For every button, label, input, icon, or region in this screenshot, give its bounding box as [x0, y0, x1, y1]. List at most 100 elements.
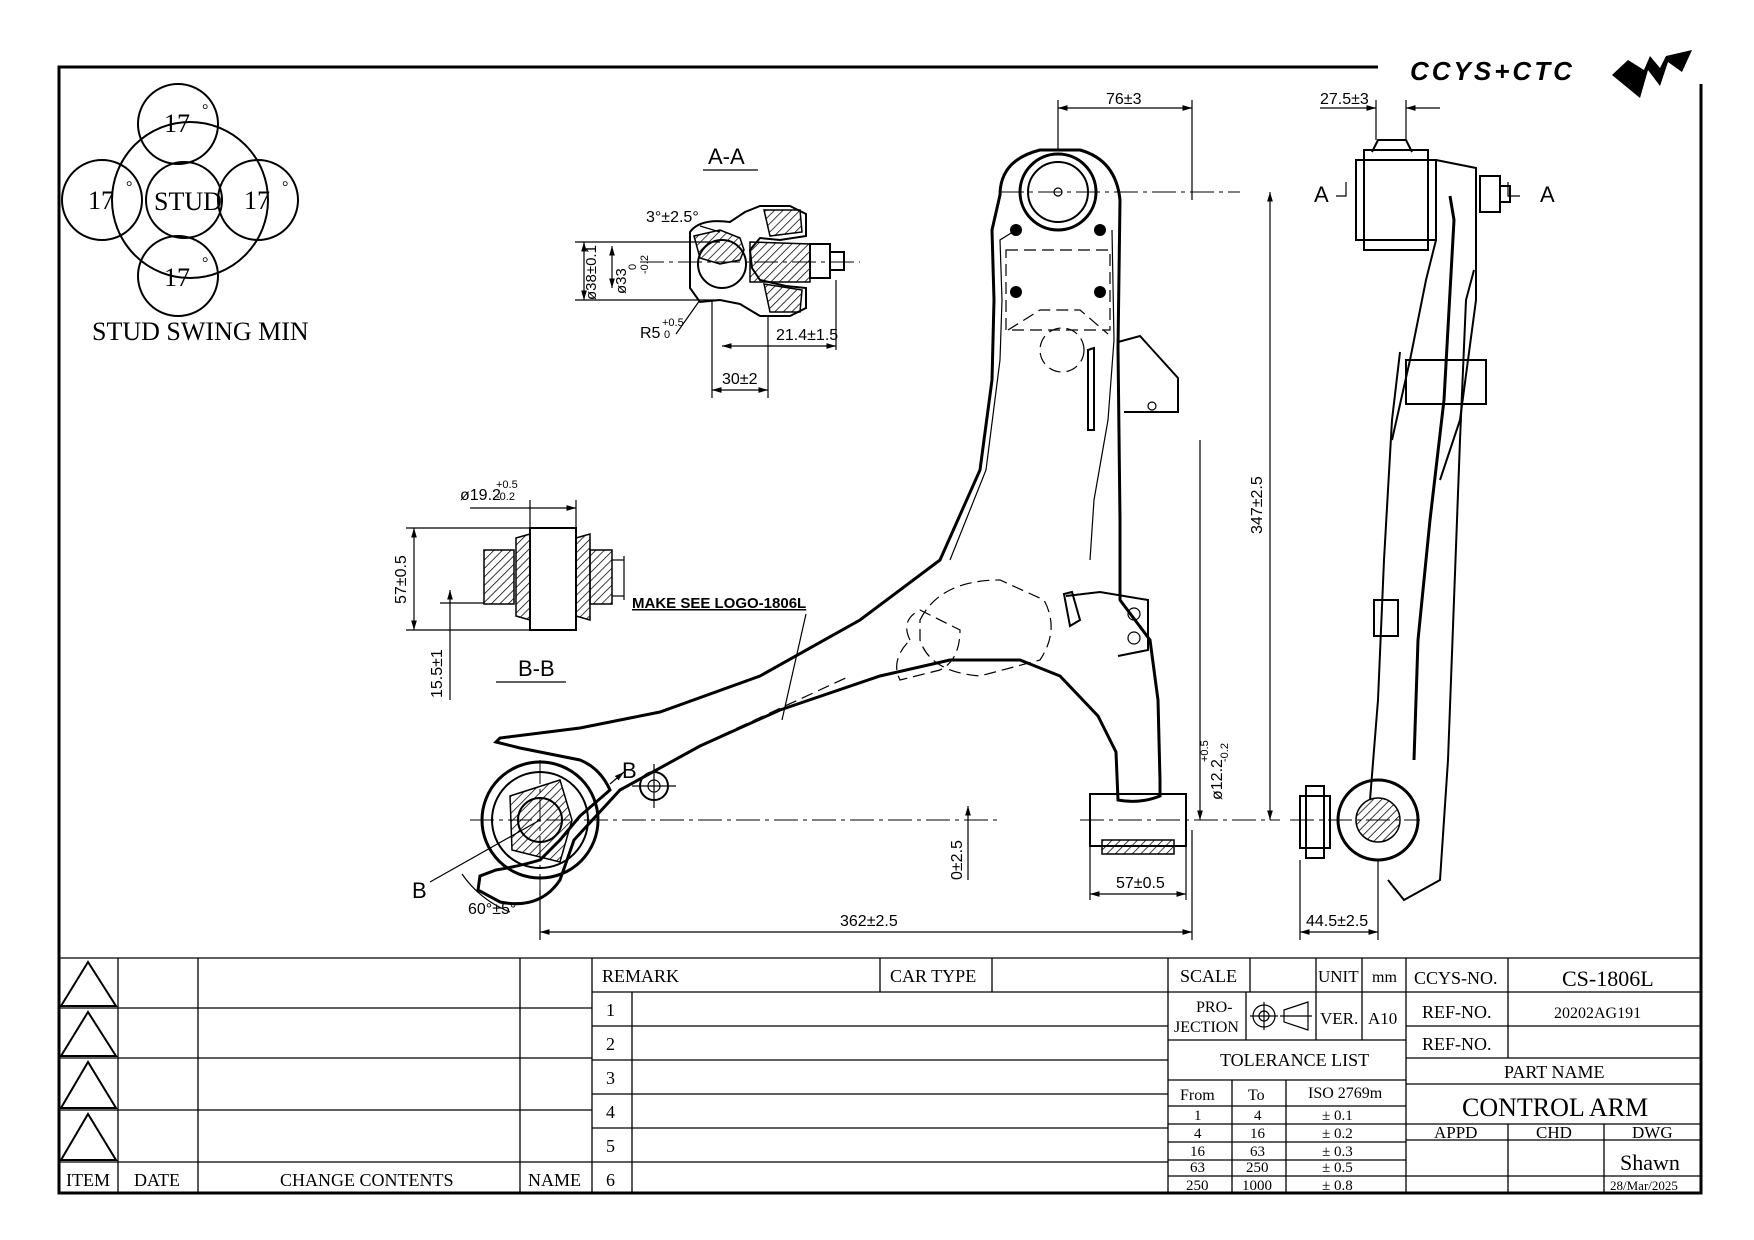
remark-row-1: 1 [606, 1000, 615, 1020]
car-type-label: CAR TYPE [890, 966, 976, 986]
degree-mark: ° [202, 102, 208, 119]
side-view: A A 27.5±3 44.5±2.5 [1290, 91, 1555, 940]
ref-no-label-2: REF-NO. [1422, 1034, 1492, 1054]
brand-logo-mark [1612, 50, 1692, 98]
remark-row-4: 4 [606, 1102, 615, 1122]
degree-mark: ° [126, 179, 132, 196]
ref-no-value-1: 20202AG191 [1554, 1005, 1641, 1022]
dim-top27: 27.5±3 [1320, 91, 1369, 108]
dim-r5-tol-lower: 0 [664, 329, 670, 341]
dim-h347: 347±2.5 [1249, 476, 1266, 534]
tol-row-5-iso: ± 0.8 [1322, 1178, 1353, 1194]
dim-h15: 15.5±1 [429, 649, 446, 698]
dim-d12: ø12.2 [1209, 759, 1226, 800]
tol-header-iso: ISO 2769m [1308, 1085, 1383, 1102]
appd-label: APPD [1434, 1123, 1477, 1142]
dim-d12-tol-lower: -0.2 [1219, 743, 1231, 762]
stud-swing-bottom: 17 [164, 263, 190, 292]
dim-d33-tol-upper: 0 [627, 264, 639, 270]
tol-row-4-iso: ± 0.5 [1322, 1160, 1353, 1176]
tol-row-5-to: 1000 [1242, 1178, 1272, 1194]
rev-header-change: CHANGE CONTENTS [280, 1170, 454, 1190]
stud-swing-top: 17 [164, 109, 190, 138]
dim-d12-tol-upper: +0.5 [1199, 740, 1211, 762]
section-b-b: ø19.2 +0.5 -0.2 57±0.5 15.5±1 B-B [393, 479, 625, 700]
revision-triangles [59, 960, 118, 1161]
ref-no-label-1: REF-NO. [1422, 1002, 1492, 1022]
bottom-table-grid [59, 957, 1701, 1193]
tol-header-to: To [1248, 1087, 1265, 1104]
stud-swing-right: 17 [244, 186, 270, 215]
dim-ang60: 60°±5° [468, 901, 516, 918]
remark-row-5: 5 [606, 1136, 615, 1156]
dim-len21: 21.4±1.5 [776, 327, 838, 344]
tol-row-1-iso: ± 0.1 [1322, 1108, 1353, 1124]
rev-header-date: DATE [134, 1170, 180, 1190]
dim-r5: R5 [640, 325, 661, 342]
brand-logo-text: CCYS+CTC [1410, 56, 1575, 86]
remark-row-3: 3 [606, 1068, 615, 1088]
tol-row-5-from: 250 [1186, 1178, 1209, 1194]
dwg-label: DWG [1632, 1123, 1673, 1142]
tol-row-3-from: 16 [1190, 1144, 1206, 1160]
tol-row-1-to: 4 [1254, 1108, 1262, 1124]
stud-swing-diagram: 17 17 17 17 ° ° ° ° STUD STUD SWING MIN [61, 83, 309, 346]
dim-off0: 0±2.5 [949, 840, 966, 880]
part-name-value: CONTROL ARM [1462, 1093, 1648, 1122]
tol-row-4-from: 63 [1190, 1160, 1205, 1176]
brand-logo: CCYS+CTC [1410, 50, 1692, 98]
dim-w57: 57±0.5 [1116, 875, 1165, 892]
dim-top76: 76±3 [1106, 91, 1142, 108]
drawing-frame [57, 65, 1703, 1195]
dim-d33: ø33 [613, 268, 630, 294]
tol-row-4-to: 250 [1246, 1160, 1269, 1176]
dim-len362: 362±2.5 [840, 913, 898, 930]
section-a-a: A-A ø38±0.1 ø33 0 -0.2 3°±2.5° R5 +0.5 0… [575, 144, 860, 398]
dim-d19-tol-upper: +0.5 [496, 479, 518, 491]
remark-label: REMARK [602, 966, 679, 986]
tol-header-from: From [1180, 1087, 1215, 1104]
dim-d19-tol-lower: -0.2 [496, 491, 515, 503]
dim-d33-tol-lower: -0.2 [639, 255, 651, 274]
rev-header-name: NAME [528, 1170, 581, 1190]
degree-mark: ° [202, 255, 208, 272]
projection-label-1: PRO- [1196, 999, 1232, 1016]
dim-h57: 57±0.5 [393, 555, 410, 604]
ccys-no-value: CS-1806L [1562, 966, 1654, 991]
dim-r5-tol-upper: +0.5 [662, 317, 684, 329]
scale-label: SCALE [1180, 966, 1237, 986]
tol-row-3-to: 63 [1250, 1144, 1265, 1160]
main-view: 76±3 347±2.5 ø12.2 +0.5 -0.2 57±0.5 0±2.… [412, 91, 1280, 940]
rev-header-item: ITEM [66, 1170, 110, 1190]
tolerance-title: TOLERANCE LIST [1220, 1050, 1369, 1070]
stud-swing-caption: STUD SWING MIN [92, 317, 309, 346]
make-note: MAKE SEE LOGO-1806L [632, 595, 806, 612]
tol-row-2-iso: ± 0.2 [1322, 1126, 1353, 1142]
a-marker-right: A [1540, 182, 1555, 207]
a-marker-left: A [1314, 182, 1329, 207]
dim-angle: 3°±2.5° [646, 209, 699, 226]
unit-label: UNIT [1318, 967, 1359, 986]
section-b-b-label: B-B [518, 656, 555, 681]
dim-bot44: 44.5±2.5 [1306, 913, 1368, 930]
ver-value: A10 [1368, 1009, 1397, 1028]
tol-row-2-to: 16 [1250, 1126, 1266, 1142]
projection-label-2: JECTION [1174, 1019, 1239, 1036]
unit-value: mm [1372, 969, 1397, 986]
tol-row-2-from: 4 [1194, 1126, 1202, 1142]
dim-len30: 30±2 [722, 371, 758, 388]
ccys-no-label: CCYS-NO. [1414, 968, 1498, 988]
b-marker-upper: B [622, 758, 637, 783]
dim-d38: ø38±0.1 [583, 245, 600, 300]
dim-d19: ø19.2 [460, 487, 501, 504]
tol-row-3-iso: ± 0.3 [1322, 1144, 1353, 1160]
part-name-label: PART NAME [1504, 1062, 1604, 1082]
stud-center-label: STUD [154, 187, 222, 216]
ver-label: VER. [1320, 1009, 1358, 1028]
tol-row-1-from: 1 [1194, 1108, 1202, 1124]
dwg-date: 28/Mar/2025 [1610, 1178, 1678, 1193]
dwg-name: Shawn [1620, 1150, 1680, 1175]
remark-row-2: 2 [606, 1034, 615, 1054]
stud-swing-left: 17 [88, 186, 114, 215]
